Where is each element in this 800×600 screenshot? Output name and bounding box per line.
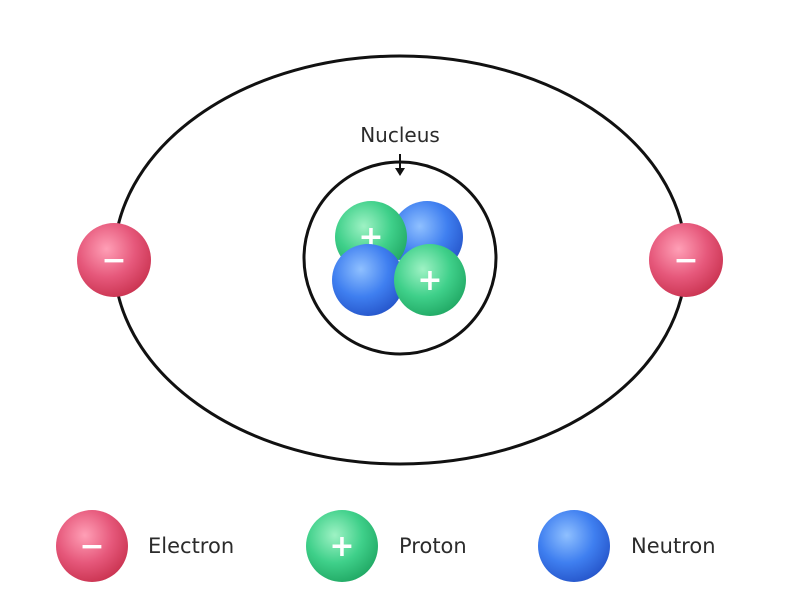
neutron-bottom-left <box>332 244 404 316</box>
legend: − Electron + Proton Neutron <box>56 510 716 582</box>
legend-label-neutron: Neutron <box>631 534 716 558</box>
proton-bottom-right: + <box>394 244 466 316</box>
neutron-icon <box>538 510 610 582</box>
electron-right: − <box>649 223 723 297</box>
nucleus-label: Nucleus <box>360 123 440 147</box>
proton-charge-sign: + <box>417 263 442 298</box>
electron-left: − <box>77 223 151 297</box>
legend-item-electron: − Electron <box>56 510 234 582</box>
legend-item-neutron: Neutron <box>538 510 716 582</box>
electron-charge-sign: − <box>101 243 126 278</box>
electron-icon <box>56 510 128 582</box>
electron-charge-sign: − <box>673 243 698 278</box>
legend-item-proton: + Proton <box>306 510 467 582</box>
nucleus-particles: + + <box>332 201 466 316</box>
proton-charge-sign: + <box>329 529 354 564</box>
legend-label-proton: Proton <box>399 534 467 558</box>
proton-icon <box>306 510 378 582</box>
electron-charge-sign: − <box>79 529 104 564</box>
nucleus-pointer-arrow <box>395 154 405 176</box>
legend-label-electron: Electron <box>148 534 234 558</box>
